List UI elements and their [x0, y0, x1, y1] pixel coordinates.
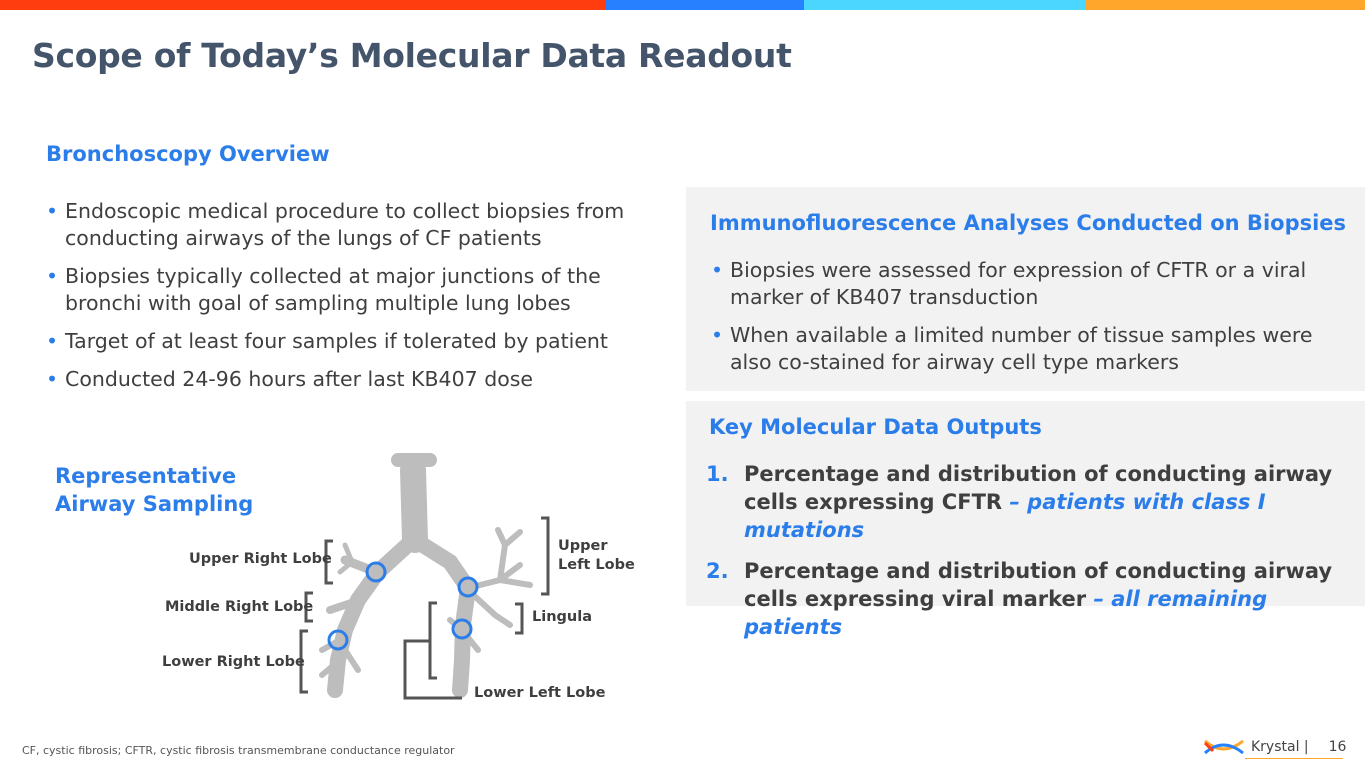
footer-logo: Krystal | 16 [1203, 737, 1346, 757]
bronchial-tree-icon [319, 453, 533, 698]
immuno-heading: Immunofluorescence Analyses Conducted on… [710, 211, 1347, 235]
outputs-heading: Key Molecular Data Outputs [709, 415, 1042, 439]
dna-logo-icon [1203, 739, 1244, 755]
list-item: Conducted 24-96 hours after last KB407 d… [46, 366, 636, 393]
overview-heading: Bronchoscopy Overview [46, 142, 330, 166]
list-item: Endoscopic medical procedure to collect … [46, 198, 636, 252]
sampling-heading: Representative Airway Sampling [55, 462, 253, 518]
label-lower-right-lobe: Lower Right Lobe [162, 654, 305, 670]
item-emphasis: – patients with class I mutations [744, 490, 1266, 542]
accent-bar-orange [1086, 0, 1365, 10]
sample-site-icon [457, 576, 479, 598]
item-emphasis: – all remaining patients [744, 587, 1268, 639]
accent-bar-cyan [804, 0, 1086, 10]
item-text: Percentage and distribution of conductin… [744, 559, 1333, 611]
lobe-brackets [299, 516, 550, 700]
item-text: Percentage and distribution of conductin… [744, 462, 1333, 514]
label-ull-line2: Left Lobe [558, 557, 635, 573]
footnote: CF, cystic fibrosis; CFTR, cystic fibros… [22, 744, 455, 757]
immuno-list: Biopsies were assessed for expression of… [711, 257, 1351, 387]
sampling-heading-line2: Airway Sampling [55, 492, 254, 516]
label-lingula: Lingula [532, 609, 592, 625]
label-middle-right-lobe: Middle Right Lobe [165, 599, 314, 615]
overview-list: Endoscopic medical procedure to collect … [46, 198, 636, 404]
page-title: Scope of Today’s Molecular Data Readout [32, 36, 792, 75]
label-ull-line1: Upper [558, 538, 608, 554]
item-number: 2. [706, 559, 729, 583]
outputs-list: 1. Percentage and distribution of conduct… [686, 460, 1365, 654]
item-number: 1. [706, 462, 729, 486]
accent-bar-red [0, 0, 606, 10]
list-item: 1. Percentage and distribution of conduct… [686, 460, 1365, 544]
list-item: 2. Percentage and distribution of conduct… [686, 557, 1365, 641]
list-item: Biopsies were assessed for expression of… [711, 257, 1351, 311]
footer-rule [1245, 758, 1343, 759]
label-upper-right-lobe: Upper Right Lobe [189, 551, 332, 567]
list-item: When available a limited number of tissu… [711, 322, 1351, 376]
label-lower-left-lobe: Lower Left Lobe [474, 685, 606, 701]
sample-site-icon [451, 618, 473, 640]
sample-site-markers [327, 561, 479, 651]
sampling-heading-line1: Representative [55, 464, 237, 488]
sample-site-icon [327, 629, 349, 651]
page-number: 16 [1328, 739, 1347, 755]
immuno-panel: Immunofluorescence Analyses Conducted on… [686, 187, 1365, 391]
list-item: Target of at least four samples if toler… [46, 328, 636, 355]
outputs-panel: Key Molecular Data Outputs 1. Percentage … [686, 401, 1365, 639]
list-item: Biopsies typically collected at major ju… [46, 263, 636, 317]
accent-bar-blue [606, 0, 804, 10]
brand-name: Krystal | [1251, 739, 1309, 755]
sample-site-icon [365, 561, 387, 583]
